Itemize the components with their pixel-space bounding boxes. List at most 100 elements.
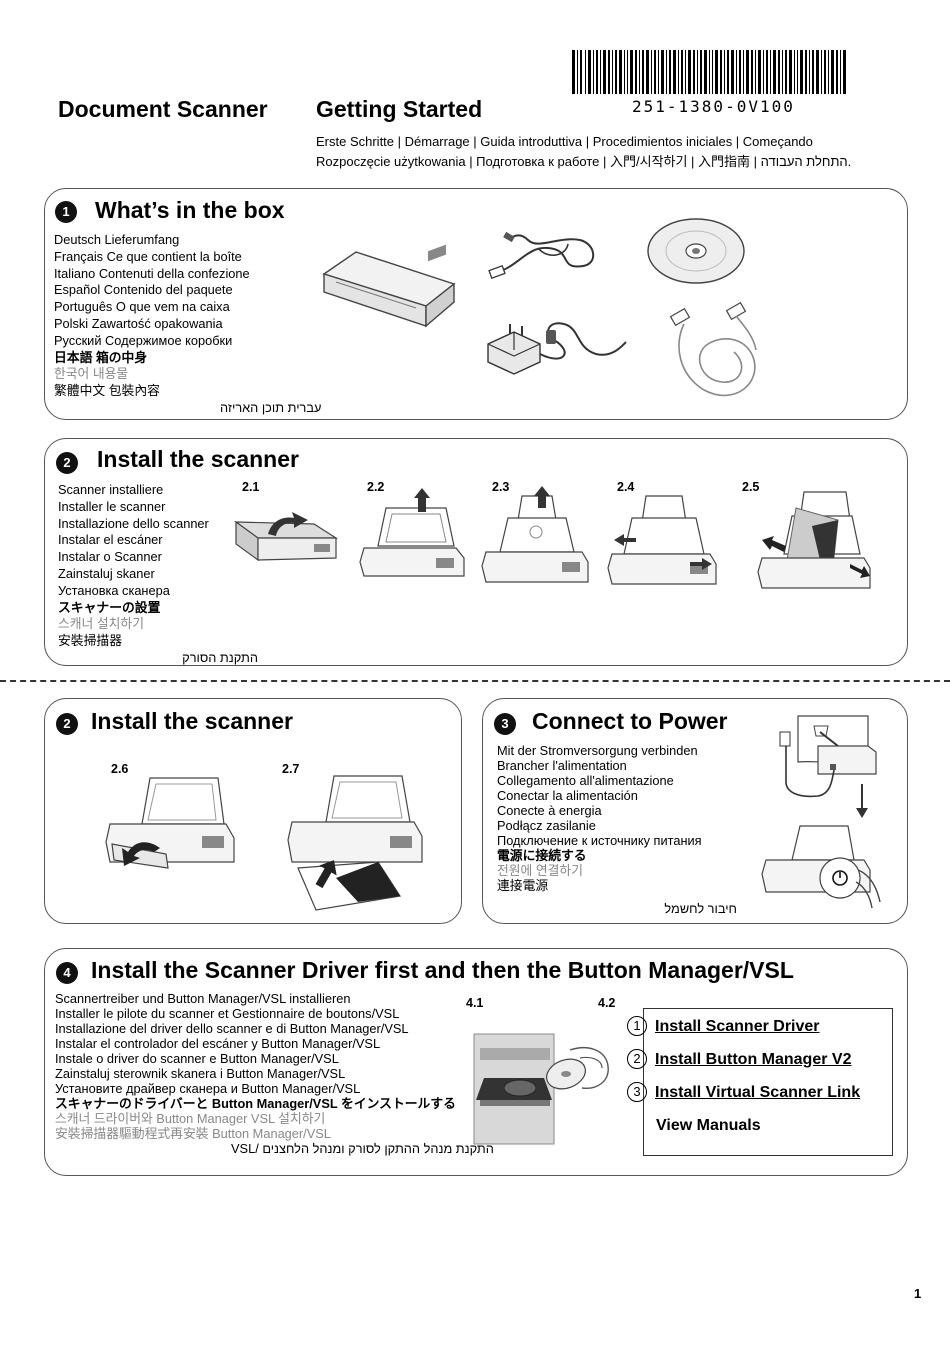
view-manuals-link[interactable]: View Manuals	[656, 1117, 761, 1134]
install-virtual-scanner-link[interactable]: Install Virtual Scanner Link	[655, 1084, 861, 1101]
scanner-power-button-illustration	[761, 825, 881, 909]
list-item: Conecte à energia	[497, 803, 602, 818]
subtitle-languages-line2: Rozpoczęcie użytkowania | Подготовка к р…	[316, 154, 852, 169]
power-language-list: Mit der Stromversorgung verbinden Branch…	[497, 743, 737, 916]
list-item: Español Contenido del paquete	[54, 282, 233, 298]
step-2-2-illustration	[359, 488, 465, 577]
section-title-power: Connect to Power	[532, 708, 728, 734]
list-item: 安裝掃描器	[58, 633, 122, 649]
section-number-2: 2	[56, 452, 78, 474]
barcode	[572, 50, 846, 94]
section-install-scanner	[44, 438, 908, 666]
list-item: 繁體中文 包裝內容	[54, 383, 160, 399]
list-item: 스캐너 드라이버와 Button Manager VSL 설치하기	[55, 1111, 326, 1126]
section-title-box: What’s in the box	[95, 197, 285, 223]
power-adapter-illustration	[487, 322, 627, 375]
step-label-4-1: 4.1	[466, 996, 484, 1010]
list-item: Conectar la alimentación	[497, 788, 638, 803]
list-item: Installer le pilote du scanner et Gestio…	[55, 1006, 400, 1021]
list-item: 安裝掃描器驅動程式再安裝 Button Manager/VSL	[55, 1126, 331, 1141]
section-install-scanner-continued	[44, 698, 462, 924]
step-2-3-illustration	[481, 486, 589, 583]
section-connect-power	[482, 698, 908, 924]
step-label-2-6: 2.6	[111, 762, 129, 776]
menu-item-install-scanner-driver[interactable]: 1 Install Scanner Driver	[627, 1016, 820, 1036]
list-item: Installazione del driver dello scanner e…	[55, 1021, 409, 1036]
list-item: Instalar el controlador del escáner y Bu…	[55, 1036, 381, 1051]
list-item: 한국어 내용물	[54, 366, 129, 382]
doc-title: Document Scanner	[58, 96, 268, 122]
step-label-2-7: 2.7	[282, 762, 300, 776]
section-number-3: 3	[494, 713, 516, 735]
step-2-7-illustration	[287, 775, 423, 911]
list-item: Podłącz zasilanie	[497, 818, 596, 833]
list-item: Instalar el escáner	[58, 532, 163, 548]
menu-item-view-manuals[interactable]: View Manuals	[656, 1117, 761, 1135]
step-label-4-2: 4.2	[598, 996, 616, 1010]
step-2-4-illustration	[607, 495, 717, 585]
list-item: 스캐너 설치하기	[58, 616, 144, 632]
step-label-2-3: 2.3	[492, 480, 510, 494]
menu-item-install-virtual-scanner-link[interactable]: 3 Install Virtual Scanner Link	[627, 1082, 860, 1102]
subtitle-languages-line1: Erste Schritte | Démarrage | Guida intro…	[316, 134, 813, 149]
list-item: Русский Содержимое коробки	[54, 332, 233, 348]
list-item: Installazione dello scanner	[58, 515, 209, 531]
list-item: Installer le scanner	[58, 498, 166, 514]
section-whats-in-the-box	[44, 188, 908, 420]
section-title-driver: Install the Scanner Driver first and the…	[91, 957, 794, 983]
list-item: Brancher l'alimentation	[497, 758, 627, 773]
cut-line	[0, 680, 950, 682]
menu-item-install-button-manager[interactable]: 2 Install Button Manager V2	[627, 1049, 851, 1069]
list-item: Français Ce que contient la boîte	[54, 248, 242, 264]
list-item: Scanner installiere	[58, 482, 164, 497]
ethernet-cable-illustration	[669, 301, 757, 397]
list-item: חיבור לחשמל	[664, 901, 737, 916]
list-item: Zainstaluj sterownik skanera i Button Ma…	[55, 1066, 346, 1081]
step-label-2-2: 2.2	[367, 480, 385, 494]
list-item: Mit der Stromversorgung verbinden	[497, 743, 698, 758]
list-item: Instale o driver do scanner e Button Man…	[55, 1051, 339, 1066]
cd-disc-illustration	[647, 218, 745, 284]
scanner-illustration	[322, 244, 456, 328]
section-install-driver	[44, 948, 908, 1176]
list-item: Zainstaluj skaner	[58, 565, 155, 581]
list-item: 電源に接続する	[497, 848, 587, 863]
section-number-2b: 2	[56, 713, 78, 735]
step-label-2-4: 2.4	[617, 480, 635, 494]
list-item: Instalar o Scanner	[58, 549, 162, 565]
section-title-install: Install the scanner	[97, 446, 299, 472]
list-item: Polski Zawartość opakowania	[54, 315, 223, 331]
step-2-6-illustration	[105, 777, 235, 869]
install-scanner-driver-link[interactable]: Install Scanner Driver	[655, 1018, 820, 1035]
step-label-2-1: 2.1	[242, 480, 260, 494]
install-menu	[643, 1008, 893, 1156]
list-item: התקנת מנהל ההתקן לסורק ומנהל הלחצנים /VS…	[231, 1141, 494, 1156]
power-connection-illustration	[779, 715, 877, 818]
install-button-manager-link[interactable]: Install Button Manager V2	[655, 1051, 852, 1068]
list-item: Scannertreiber und Button Manager/VSL in…	[55, 991, 351, 1006]
number-3-icon: 3	[627, 1082, 647, 1102]
list-item: התקנת הסורק	[182, 649, 258, 665]
list-item: Подключение к источнику питания	[497, 833, 702, 848]
list-item: 連接電源	[497, 878, 549, 893]
list-item: スキャナーのドライバーと Button Manager/VSL をインストールす…	[55, 1096, 456, 1111]
list-item: Установка сканера	[58, 582, 170, 598]
number-1-icon: 1	[627, 1016, 647, 1036]
list-item: עברית תוכן האריזה	[220, 399, 322, 415]
number-2-icon: 2	[627, 1049, 647, 1069]
page-number: 1	[914, 1286, 922, 1301]
section-number-4: 4	[56, 962, 78, 984]
step-2-1-illustration	[234, 512, 339, 562]
box-language-list: Deutsch Lieferumfang Français Ce que con…	[54, 232, 334, 417]
section-number-1: 1	[55, 201, 77, 223]
usb-cable-illustration	[488, 231, 595, 279]
list-item: 日本語 箱の中身	[54, 349, 148, 365]
cd-insert-illustration	[473, 1033, 609, 1145]
step-2-5-illustration	[757, 491, 871, 589]
install-language-list: Scanner installiere Installer le scanner…	[58, 482, 258, 667]
list-item: Collegamento all'alimentazione	[497, 773, 674, 788]
list-item: Установите драйвер сканера и Button Mana…	[55, 1081, 361, 1096]
list-item: 전원에 연결하기	[497, 863, 583, 878]
step-label-2-5: 2.5	[742, 480, 760, 494]
section-title-install-b: Install the scanner	[91, 708, 293, 734]
